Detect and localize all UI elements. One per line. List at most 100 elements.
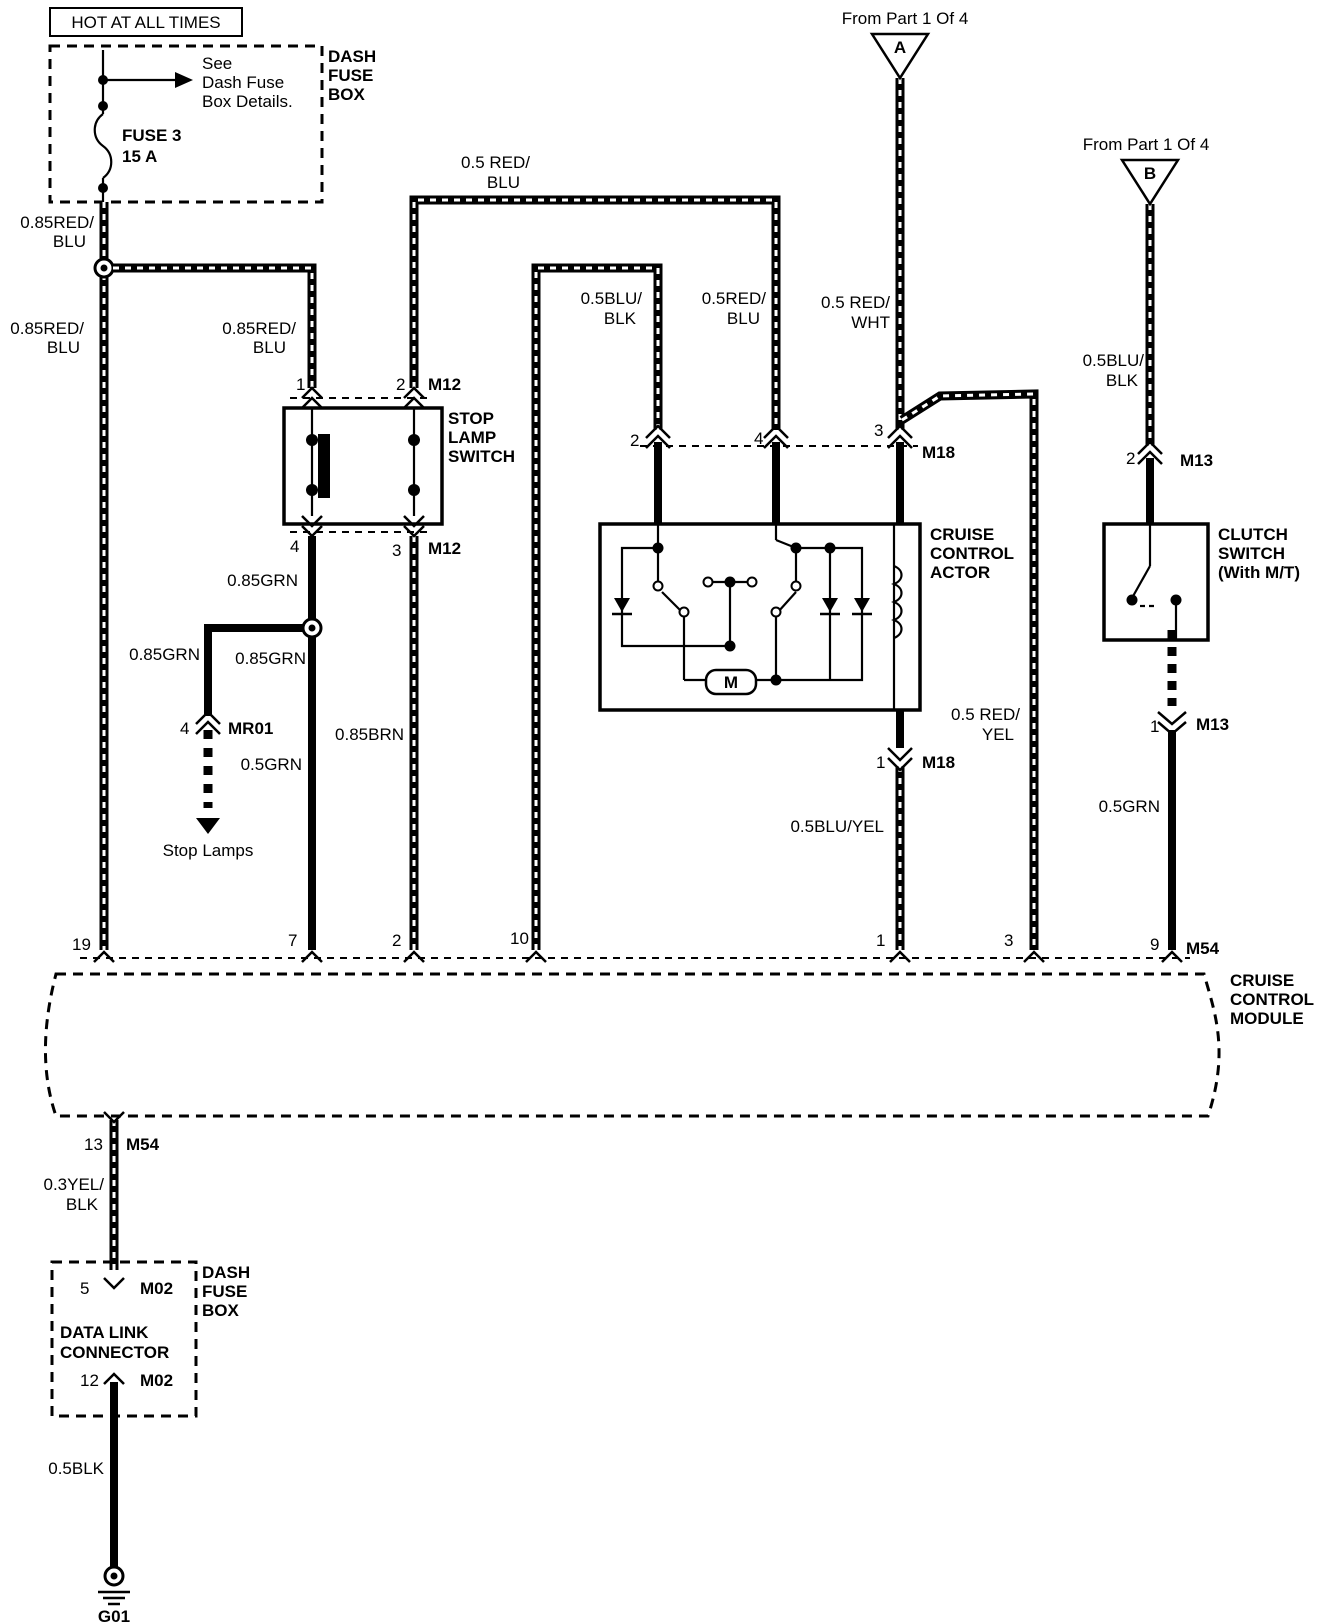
pin-module-7: 7 — [288, 931, 297, 950]
wire-label-yel-blk-2: BLK — [66, 1195, 99, 1214]
wire-label-grn-b: 0.85GRN — [129, 645, 200, 664]
connector-m18-top: M18 — [922, 443, 955, 462]
diode-icon — [822, 598, 838, 612]
from-part-b-label: From Part 1 Of 4 — [1083, 135, 1210, 154]
cruise-control-actor — [598, 522, 922, 712]
wire-label-left-main-2: BLU — [47, 338, 80, 357]
pin-actor-3: 3 — [874, 421, 883, 440]
cruise-actor-label-2: CONTROL — [930, 544, 1014, 563]
see-text-3: Box Details. — [202, 92, 293, 111]
clutch-switch-label-2: SWITCH — [1218, 544, 1285, 563]
see-details-arrow-icon — [175, 72, 193, 88]
connector-m13-bottom: M13 — [1196, 715, 1229, 734]
connector-m12-top: M12 — [428, 375, 461, 394]
hot-at-all-times-box — [49, 7, 243, 37]
stop-lamp-switch-label-1: STOP — [448, 409, 494, 428]
connector-m54-top: M54 — [1186, 939, 1220, 958]
connector-mr01: MR01 — [228, 719, 273, 738]
stop-switch-plunger-icon — [318, 434, 330, 498]
wire-label-blu-yel: 0.5BLU/YEL — [790, 817, 884, 836]
clutch-switch-label-3: (With M/T) — [1218, 563, 1300, 582]
wire-blu-blk-actor — [531, 263, 663, 950]
wire-label-blu-blk-1: 0.5BLU/ — [581, 289, 643, 308]
pin-stop-2: 2 — [396, 375, 405, 394]
wire-label-red-blu2-2: BLU — [727, 309, 760, 328]
ref-a-triangle-icon — [869, 32, 931, 81]
wire-label-clutch-in-2: BLK — [1106, 371, 1139, 390]
pin-clutch-2: 2 — [1126, 449, 1135, 468]
wire-label-top-red-blu-1: 0.5 RED/ — [461, 153, 530, 172]
from-part-a-label: From Part 1 Of 4 — [842, 9, 969, 28]
wire-label-red-yel-1: 0.5 RED/ — [951, 705, 1020, 724]
ref-a-letter: A — [894, 38, 906, 57]
dash-fuse-box-bottom-label-2: FUSE — [202, 1282, 247, 1301]
cruise-actor-label-1: CRUISE — [930, 525, 994, 544]
wire-label-fuse-out-2: BLU — [53, 232, 86, 251]
cruise-module-label-3: MODULE — [1230, 1009, 1304, 1028]
dash-fuse-box-bottom-label-1: DASH — [202, 1263, 250, 1282]
connector-m54-bottom: M54 — [126, 1135, 160, 1154]
wire-grn-to-lamps — [204, 624, 312, 716]
dash-fuse-box-top — [48, 44, 324, 204]
hot-at-all-times-label: HOT AT ALL TIMES — [71, 13, 220, 32]
pin-stop-3: 3 — [392, 541, 401, 560]
wire-label-red-blu2-1: 0.5RED/ — [702, 289, 767, 308]
fuse-3-icon — [93, 113, 113, 179]
connector-m13-top: M13 — [1180, 451, 1213, 470]
wire-label-left-main-1: 0.85RED/ — [10, 319, 84, 338]
cruise-control-module — [43, 972, 1221, 1118]
wire-red-yel — [899, 389, 1039, 950]
wire-label-top-red-blu-2: BLU — [487, 173, 520, 192]
wire-label-brn: 0.85BRN — [335, 725, 404, 744]
clutch-switch — [1102, 522, 1210, 642]
pin-module-10: 10 — [510, 929, 529, 948]
pin-actor-1: 1 — [876, 753, 885, 772]
cruise-module-label-2: CONTROL — [1230, 990, 1314, 1009]
diode-icon — [614, 598, 630, 612]
ref-b-triangle-icon — [1119, 158, 1181, 207]
dash-fuse-box-bottom — [50, 1260, 198, 1418]
pin-module-9: 9 — [1150, 935, 1159, 954]
pin-clutch-1: 1 — [1150, 717, 1159, 736]
wire-label-stop-in-2: BLU — [253, 338, 286, 357]
wire-label-red-wht-2: WHT — [851, 313, 890, 332]
actor-internal-circuit — [620, 524, 896, 710]
wire-label-blu-blk-2: BLK — [604, 309, 637, 328]
cruise-module-label-1: CRUISE — [1230, 971, 1294, 990]
connector-m02-bottom: M02 — [140, 1371, 173, 1390]
motor-symbol: M — [724, 673, 738, 692]
see-text-1: See — [202, 54, 232, 73]
pin-module-1: 1 — [876, 931, 885, 950]
pin-stop-1: 1 — [296, 375, 305, 394]
dash-fuse-box-top-label-1: DASH — [328, 47, 376, 66]
pin-module-19: 19 — [72, 935, 91, 954]
wire-label-grn-a: 0.85GRN — [227, 571, 298, 590]
connector-m18-bottom: M18 — [922, 753, 955, 772]
data-link-label-2: CONNECTOR — [60, 1343, 169, 1362]
see-text-2: Dash Fuse — [202, 73, 284, 92]
fuse-3-rating: 15 A — [122, 147, 157, 166]
fuse-node-mid — [98, 101, 108, 111]
pin-module-13: 13 — [84, 1135, 103, 1154]
ground-label: G01 — [98, 1607, 130, 1624]
connector-chevrons — [93, 386, 1187, 1385]
wire-label-stop-in-1: 0.85RED/ — [222, 319, 296, 338]
wire-red-blu-top — [409, 195, 781, 430]
dash-fuse-box-top-label-3: BOX — [328, 85, 366, 104]
cruise-actor-label-3: ACTOR — [930, 563, 990, 582]
wire-label-grn-lamp: 0.5GRN — [241, 755, 302, 774]
pin-mr01-4: 4 — [180, 719, 189, 738]
pin-dl-12: 12 — [80, 1371, 99, 1390]
pin-module-3: 3 — [1004, 931, 1013, 950]
wire-label-red-yel-2: YEL — [982, 725, 1014, 744]
wire-label-clutch-in-1: 0.5BLU/ — [1083, 351, 1145, 370]
stop-lamps-label: Stop Lamps — [163, 841, 254, 860]
diode-icon — [854, 598, 870, 612]
wire-label-yel-blk-1: 0.3YEL/ — [44, 1175, 105, 1194]
dash-fuse-box-top-label-2: FUSE — [328, 66, 373, 85]
connector-m02-top: M02 — [140, 1279, 173, 1298]
pin-module-2: 2 — [392, 931, 401, 950]
data-link-label-1: DATA LINK — [60, 1323, 149, 1342]
motor-icon — [704, 668, 758, 696]
